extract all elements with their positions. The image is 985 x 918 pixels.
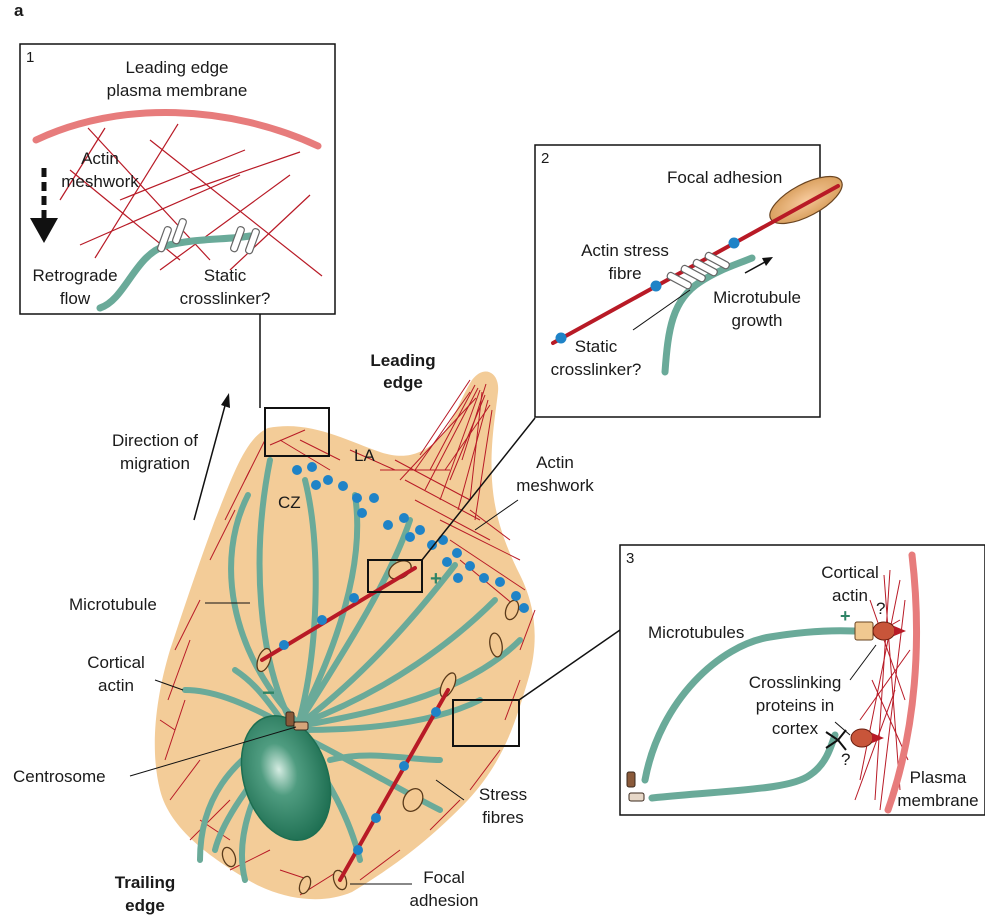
panel-1-membrane-label-2: plasma membrane	[107, 81, 248, 100]
focal-adhesion-label-2: adhesion	[409, 891, 478, 910]
panel-1-number: 1	[26, 49, 34, 66]
la-label: LA	[354, 446, 375, 465]
panel-3-number: 3	[626, 550, 634, 567]
centrosome-label: Centrosome	[13, 767, 106, 786]
panel-1-membrane-label-1: Leading edge	[125, 58, 228, 77]
panel-3-crosslinking-label-1: Crosslinking	[749, 673, 842, 692]
panel-3: 3 Cor	[620, 545, 985, 815]
panel-2-growth-label-2: growth	[731, 311, 782, 330]
direction-label-2: migration	[120, 454, 190, 473]
panel-3-plus-marker: +	[840, 606, 851, 626]
plus-end-marker: +	[430, 568, 442, 590]
actin-meshwork-label-2: meshwork	[516, 476, 594, 495]
stress-fibres-label-1: Stress	[479, 785, 527, 804]
minus-end-marker: −	[262, 680, 275, 705]
trailing-edge-label-1: Trailing	[115, 873, 175, 892]
panel-2-stress-fibre-label-1: Actin stress	[581, 241, 669, 260]
panel-1-meshwork-label-2: meshwork	[61, 172, 139, 191]
panel-1: 1 Leading edge plasma membrane Actin	[20, 44, 335, 314]
panel-1-crosslinker-label-2: crosslinker?	[180, 289, 271, 308]
cz-label: CZ	[278, 493, 301, 512]
trailing-edge-label-2: edge	[125, 896, 165, 915]
panel-3-cortical-label-1: Cortical	[821, 563, 879, 582]
direction-label-1: Direction of	[112, 431, 198, 450]
panel-1-retrograde-label-1: Retrograde	[32, 266, 117, 285]
leading-edge-label-1: Leading	[370, 351, 435, 370]
panel-2-stress-fibre-label-2: fibre	[608, 264, 641, 283]
panel-3-crosslinking-label-3: cortex	[772, 719, 819, 738]
cortical-actin-label-1: Cortical	[87, 653, 145, 672]
actin-meshwork-label-1: Actin	[536, 453, 574, 472]
panel-2-number: 2	[541, 150, 549, 167]
panel-2-crosslinker-label-2: crosslinker?	[551, 360, 642, 379]
panel-3-question-upper: ?	[876, 599, 885, 618]
panel-2: 2 Focal adhesion Actin stress fibre Micr…	[535, 145, 849, 417]
microtubule-label: Microtubule	[69, 595, 157, 614]
panel-1-crosslinker-label-1: Static	[204, 266, 247, 285]
panel-3-question-lower: ?	[841, 750, 850, 769]
panel-3-plasma-label-2: membrane	[897, 791, 978, 810]
leading-edge-label-2: edge	[383, 373, 423, 392]
panel-2-growth-label-1: Microtubule	[713, 288, 801, 307]
panel-3-cortical-label-2: actin	[832, 586, 868, 605]
panel-2-focal-adhesion-label: Focal adhesion	[667, 168, 782, 187]
panel-3-crosslinking-label-2: proteins in	[756, 696, 834, 715]
panel-3-microtubules-label: Microtubules	[648, 623, 744, 642]
focal-adhesion-label-1: Focal	[423, 868, 465, 887]
panel-2-crosslinker-label-1: Static	[575, 337, 618, 356]
cortical-actin-label-2: actin	[98, 676, 134, 695]
panel-1-retrograde-label-2: flow	[60, 289, 91, 308]
figure-label: a	[14, 1, 24, 20]
panel-1-meshwork-label-1: Actin	[81, 149, 119, 168]
stress-fibres-label-2: fibres	[482, 808, 524, 827]
panel-3-plasma-label-1: Plasma	[910, 768, 967, 787]
